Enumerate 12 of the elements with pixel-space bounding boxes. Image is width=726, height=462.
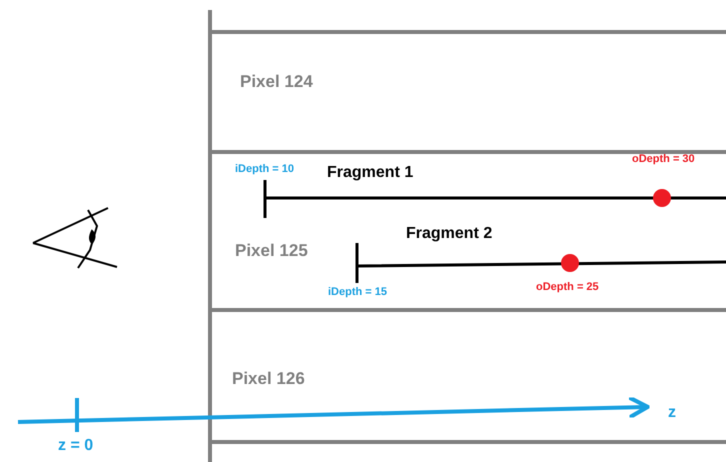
depth-label: iDepth = 10 (235, 163, 294, 175)
axis-label: z = 0 (58, 437, 94, 455)
fragment-label: Fragment 2 (406, 225, 492, 243)
row-label: Pixel 126 (232, 369, 305, 389)
pixel-row (210, 308, 726, 444)
row-label: Pixel 124 (240, 72, 313, 92)
row-label: Pixel 125 (235, 241, 308, 261)
depth-label: oDepth = 25 (536, 281, 599, 293)
depth-label: iDepth = 15 (328, 286, 387, 298)
depth-label: oDepth = 30 (632, 153, 695, 165)
fragment-label: Fragment 1 (327, 164, 414, 182)
axis-label: z (668, 404, 676, 422)
